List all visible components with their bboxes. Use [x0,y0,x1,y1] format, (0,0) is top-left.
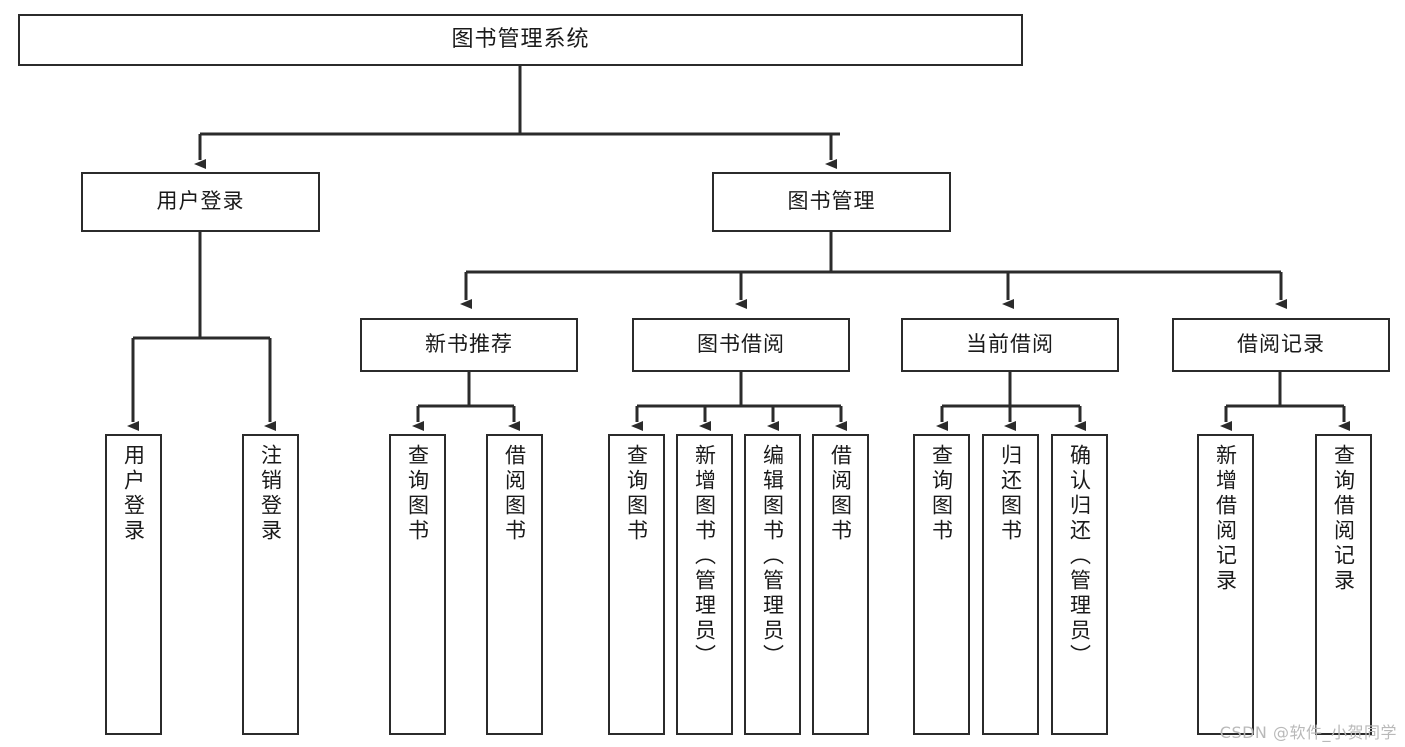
leaf-user-login[interactable]: 用户登录 [105,434,162,735]
leaf-return-book[interactable]: 归还图书 [982,434,1039,735]
node-label: 新增借阅记录 [1213,444,1238,594]
node-label: 查询借阅记录 [1331,444,1356,594]
node-label: 注销登录 [258,444,283,544]
node-label: 借阅图书 [502,444,527,544]
node-label: 归还图书 [998,444,1023,544]
node-borrow-records[interactable]: 借阅记录 [1172,318,1390,372]
node-user-login[interactable]: 用户登录 [81,172,320,232]
node-label: 图书管理系统 [451,26,590,52]
node-root-system[interactable]: 图书管理系统 [18,14,1023,66]
leaf-query-book-recommend[interactable]: 查询图书 [389,434,446,735]
node-label: 编辑图书（管理员） [760,444,785,669]
leaf-borrow-book-recommend[interactable]: 借阅图书 [486,434,543,735]
node-label: 新增图书（管理员） [692,444,717,669]
leaf-query-book-borrow[interactable]: 查询图书 [608,434,665,735]
leaf-query-book-current[interactable]: 查询图书 [913,434,970,735]
node-label: 新书推荐 [425,332,513,357]
leaf-logout[interactable]: 注销登录 [242,434,299,735]
node-book-manage[interactable]: 图书管理 [712,172,951,232]
node-label: 借阅记录 [1237,332,1325,357]
node-label: 图书借阅 [697,332,785,357]
node-label: 查询图书 [405,444,430,544]
node-label: 借阅图书 [828,444,853,544]
leaf-query-borrow-record[interactable]: 查询借阅记录 [1315,434,1372,735]
leaf-add-borrow-record[interactable]: 新增借阅记录 [1197,434,1254,735]
leaf-add-book-admin[interactable]: 新增图书（管理员） [676,434,733,735]
node-current-borrow[interactable]: 当前借阅 [901,318,1119,372]
node-label: 当前借阅 [966,332,1054,357]
node-label: 确认归还（管理员） [1067,444,1092,669]
node-book-borrow[interactable]: 图书借阅 [632,318,850,372]
leaf-edit-book-admin[interactable]: 编辑图书（管理员） [744,434,801,735]
leaf-confirm-return-admin[interactable]: 确认归还（管理员） [1051,434,1108,735]
leaf-borrow-book[interactable]: 借阅图书 [812,434,869,735]
node-label: 图书管理 [787,189,876,214]
node-label: 用户登录 [156,189,245,214]
node-label: 查询图书 [929,444,954,544]
node-label: 用户登录 [121,444,146,544]
node-label: 查询图书 [624,444,649,544]
node-new-book-recommend[interactable]: 新书推荐 [360,318,578,372]
